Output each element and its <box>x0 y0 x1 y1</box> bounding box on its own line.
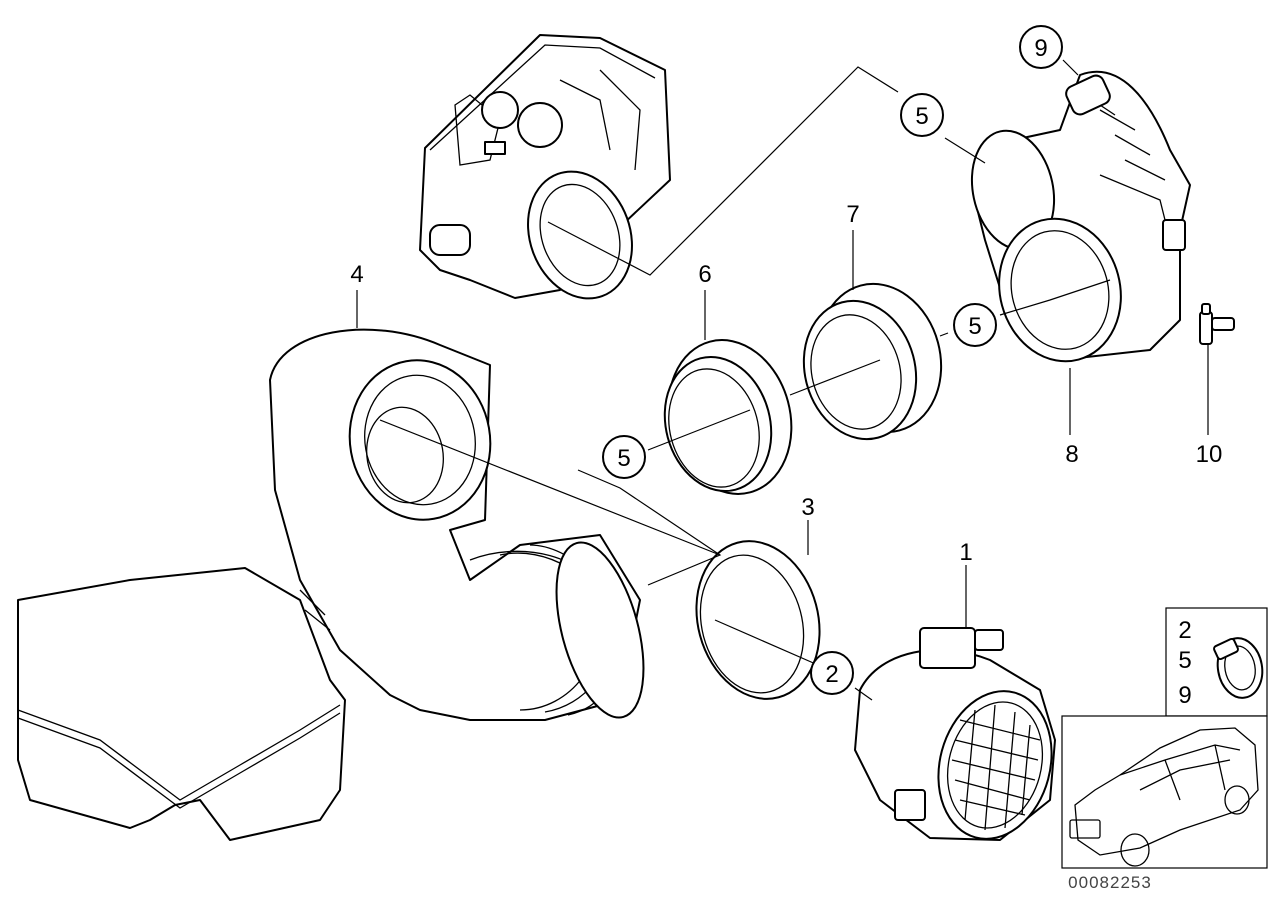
clamp-ring-3 <box>695 540 821 700</box>
car-icon <box>1069 727 1259 867</box>
leader-lines <box>356 59 1209 701</box>
ring-6 <box>663 339 793 495</box>
svg-text:5: 5 <box>968 313 981 340</box>
callout-5-top: 5 <box>900 93 944 137</box>
callout-9: 9 <box>1019 25 1063 69</box>
svg-text:2: 2 <box>825 661 838 688</box>
label-3: 3 <box>801 494 814 521</box>
mass-air-flow-sensor <box>854 627 1056 841</box>
legend-item-2: 2 <box>1178 617 1191 644</box>
label-1: 1 <box>959 539 972 566</box>
label-4: 4 <box>350 261 363 288</box>
svg-text:5: 5 <box>617 445 630 472</box>
label-6: 6 <box>698 261 711 288</box>
hose-clamp-icon <box>1213 637 1264 699</box>
air-duct-boot <box>17 328 645 841</box>
label-10: 10 <box>1196 441 1223 468</box>
label-7: 7 <box>846 201 859 228</box>
svg-text:5: 5 <box>915 103 928 130</box>
svg-text:9: 9 <box>1034 35 1047 62</box>
fitting-10 <box>1199 303 1235 345</box>
legend-box: 2 5 9 <box>1165 607 1268 717</box>
legend-item-5: 5 <box>1178 647 1191 674</box>
callout-5-right: 5 <box>953 303 997 347</box>
ring-7 <box>802 282 943 441</box>
diagram-reference-number: 00082253 <box>1068 873 1152 892</box>
intake-section <box>970 70 1191 363</box>
label-8: 8 <box>1065 441 1078 468</box>
callout-2: 2 <box>810 651 854 695</box>
callout-5-left: 5 <box>602 435 646 479</box>
vehicle-thumbnail <box>1061 715 1268 869</box>
legend-item-9: 9 <box>1178 682 1191 709</box>
throttle-body <box>419 34 671 300</box>
